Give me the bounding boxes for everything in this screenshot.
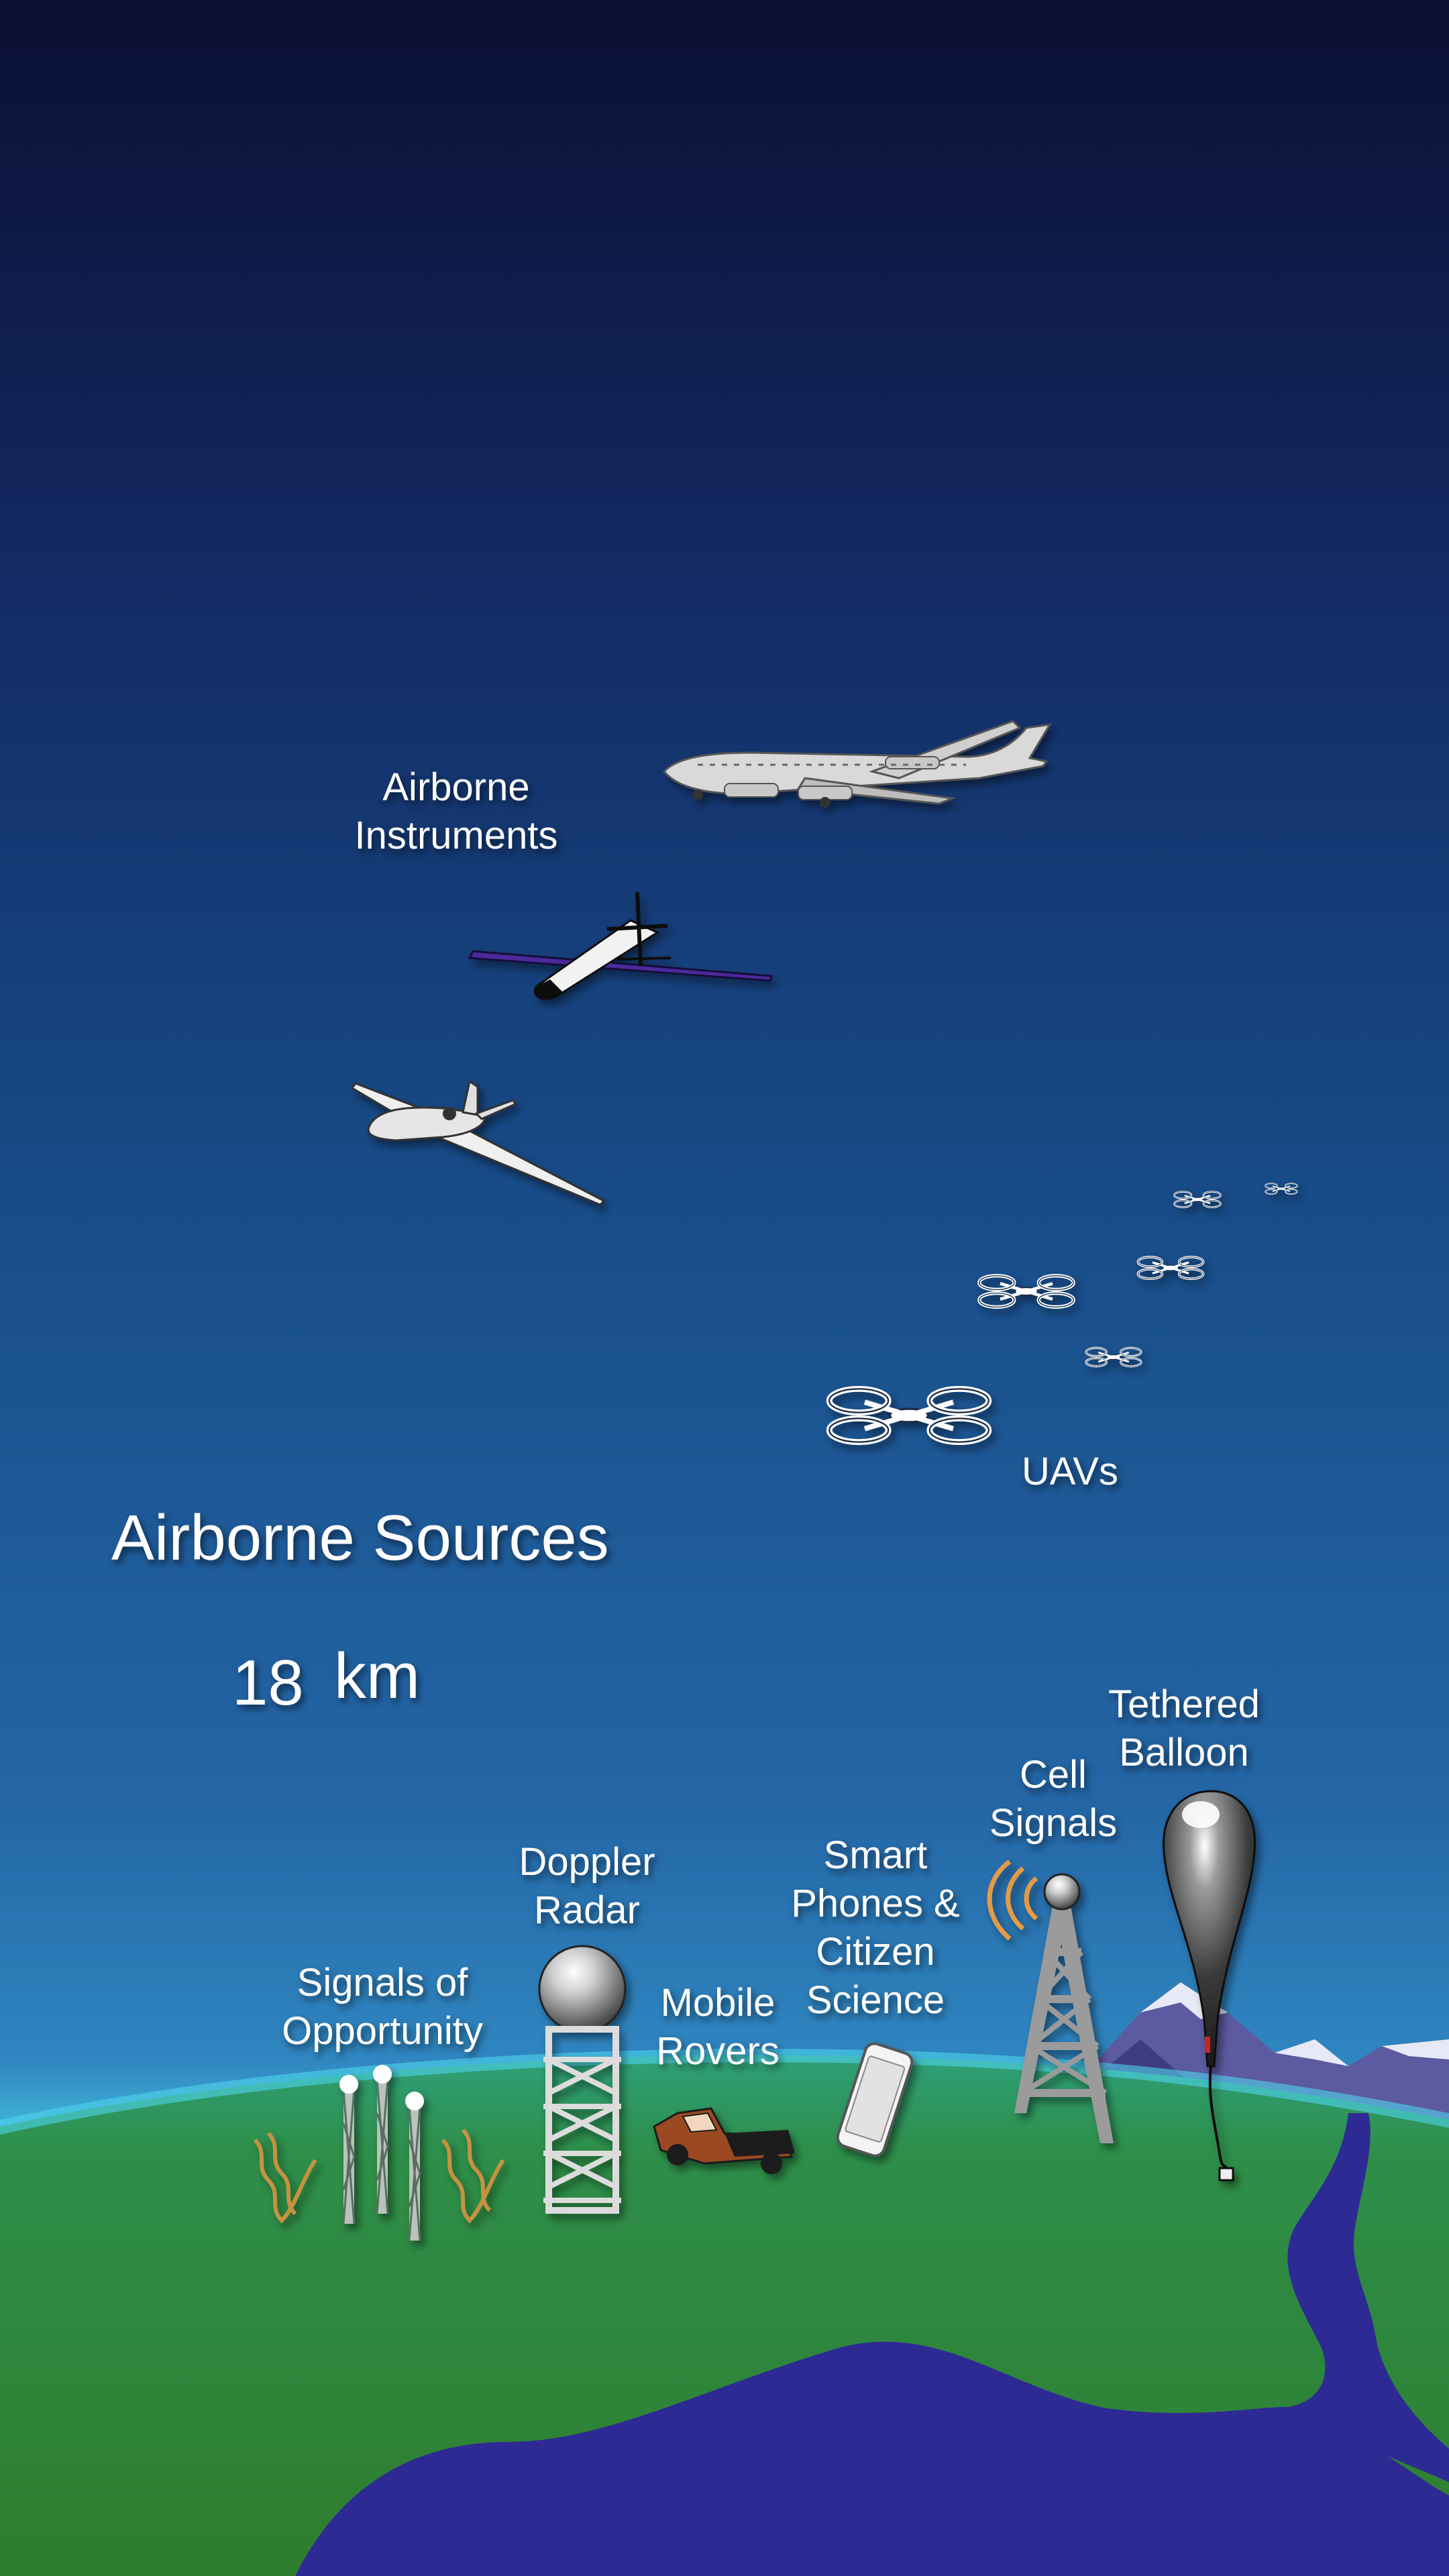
doppler-radar-tower-icon <box>538 1945 627 2214</box>
label-airborne-instruments: Airborne Instruments <box>354 765 558 857</box>
river-icon <box>295 2113 1449 2576</box>
label-altitude-value: 18 <box>232 1647 304 1719</box>
surveillance-drone-icon <box>350 1079 606 1206</box>
jet-airliner-icon <box>663 720 1052 808</box>
cell-tower-icon <box>987 1860 1114 2143</box>
label-cell-signals: Cell Signals <box>989 1753 1118 1845</box>
label-tethered-balloon: Tethered Balloon <box>1108 1682 1260 1774</box>
label-signals-of-opportunity: Signals of Opportunity <box>282 1961 483 2053</box>
label-doppler-radar: Doppler Radar <box>519 1840 655 1932</box>
tethered-balloon-icon <box>1163 1790 1256 2182</box>
wind-profiler-icon <box>253 2063 505 2242</box>
label-airborne-sources: Airborne Sources <box>111 1502 609 1574</box>
smartphone-icon <box>836 2042 914 2157</box>
solar-glider-icon <box>468 892 773 1000</box>
label-uavs: UAVs <box>1022 1450 1118 1493</box>
label-mobile-rovers: Mobile Rovers <box>656 1981 780 2073</box>
label-altitude-unit: km <box>334 1640 420 1712</box>
label-smart-phones: Smart Phones & Citizen Science <box>791 1833 960 2022</box>
pickup-truck-icon <box>653 2107 795 2174</box>
